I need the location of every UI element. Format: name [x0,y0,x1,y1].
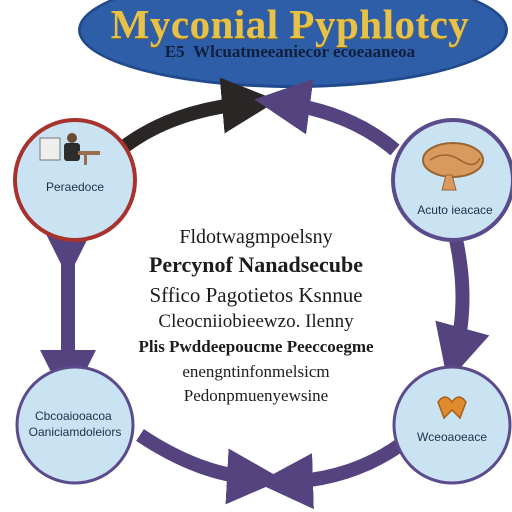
person-at-desk-icon [39,133,100,165]
center-text-line-2: Percynof Nanadsecube [148,252,364,277]
node-bottom-right-label: Wceoaoeace [417,430,487,444]
center-text-line-6: enengntinfonmelsicm [182,362,330,381]
center-text-line-1: Fldotwagmpoelsny [179,226,333,248]
arrow-bottom-left-to-bottom [136,429,283,505]
node-bottom-left-label-line-1: Cbcoaiooacoa [35,409,112,423]
node-bottom-left-label-line-2: Oaniciamdoleiors [29,425,122,439]
brain-icon [437,396,467,420]
arrow-bottom-right-to-bottom [257,439,405,510]
node-top-right-label: Acuto ieacace [417,203,493,217]
node-bottom-left: Cbcoaiooacoa Oaniciamdoleiors [15,365,135,485]
brain-model-icon [422,142,484,191]
arrow-top-right-to-top [254,78,400,156]
center-text-line-7: Pedonpmuenyewsine [183,386,329,405]
node-top-left-label: Peraedoce [46,180,104,194]
node-top-right: Acuto ieacace [391,118,512,242]
arrow-right-side [435,233,490,383]
node-top-left: Peraedoce [13,118,137,242]
diagram-title: Myconial Pyphlotcy [110,1,470,47]
center-text-line-3: Sffico Pagotietos Ksnnue [149,283,363,307]
center-text-line-5: Plis Pwddeepoucme Peeccoegme [138,337,374,356]
diagram-subtitle: E5 Wlcuatmeeaniecor ecoeaaneoa [164,42,416,61]
center-text-line-4: Cleocniiobieewzo. Ilenny [158,311,354,332]
node-bottom-right: Wceoaoeace [392,365,512,485]
arrow-top-left-to-top [115,77,278,156]
node-bottom-left-label: Cbcoaiooacoa Oaniciamdoleiors [29,409,122,439]
